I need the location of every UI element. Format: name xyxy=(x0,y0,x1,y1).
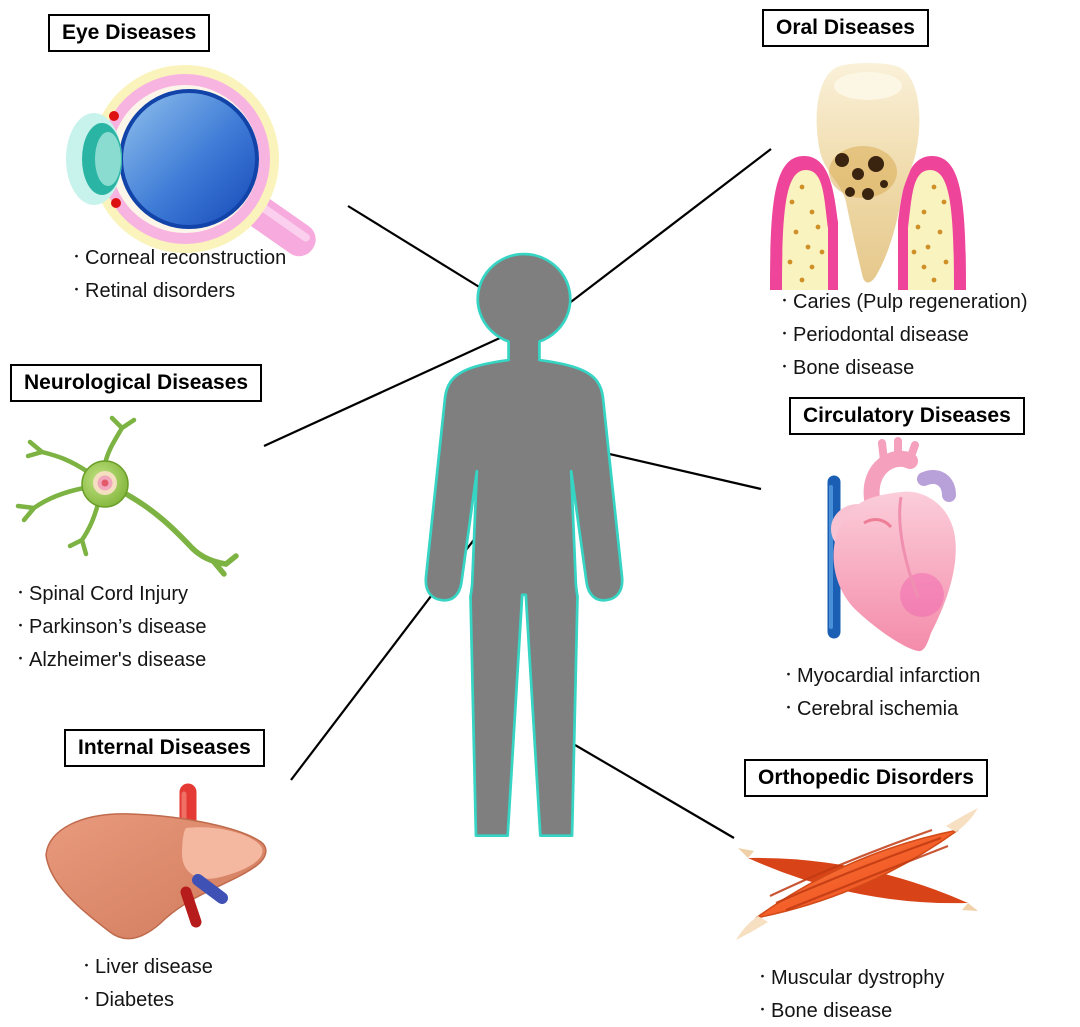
list-item: Corneal reconstruction xyxy=(70,246,286,270)
oral-diseases-title: Oral Diseases xyxy=(762,9,929,48)
heart-icon xyxy=(827,437,956,652)
internal-diseases-list: Liver disease Diabetes xyxy=(80,955,213,1021)
list-item: Caries (Pulp regeneration) xyxy=(778,290,1028,314)
list-item: Retinal disorders xyxy=(70,279,286,303)
aorta xyxy=(863,437,919,507)
list-item: Liver disease xyxy=(80,955,213,979)
list-item: Bone disease xyxy=(778,356,1028,380)
hepatic-artery-darkred xyxy=(180,886,202,928)
muscle-icon xyxy=(736,808,978,940)
eye-iris xyxy=(119,89,259,229)
neuron-icon xyxy=(15,415,239,577)
circulatory-diseases-list: Myocardial infarction Cerebral ischemia xyxy=(782,664,980,730)
pulmonary-artery-purple xyxy=(917,470,956,502)
orthopedic-disorders-title: Orthopedic Disorders xyxy=(744,759,988,798)
list-item: Parkinson’s disease xyxy=(14,615,207,639)
neurological-diseases-list: Spinal Cord Injury Parkinson’s disease A… xyxy=(14,582,207,681)
list-item: Periodontal disease xyxy=(778,323,1028,347)
atrium-groove xyxy=(863,518,893,529)
orthopedic-disorders-list: Muscular dystrophy Bone disease xyxy=(756,966,944,1027)
tendon-right xyxy=(946,808,978,832)
gum-right xyxy=(898,156,966,290)
limbus-dot-top xyxy=(109,111,119,121)
list-item: Diabetes xyxy=(80,988,213,1012)
liver-right-lobe xyxy=(182,827,263,879)
list-item: Cerebral ischemia xyxy=(782,697,980,721)
list-item: Alzheimer's disease xyxy=(14,648,207,672)
eye-icon xyxy=(66,65,316,257)
neurological-diseases-title: Neurological Diseases xyxy=(10,364,263,403)
bone-speckles-left xyxy=(787,184,825,283)
muscle-belly-front xyxy=(736,808,978,940)
eye-diseases-title: Eye Diseases xyxy=(48,14,211,53)
muscle-striations xyxy=(769,828,949,912)
list-item: Muscular dystrophy xyxy=(756,966,944,990)
nucleolus xyxy=(101,479,109,487)
limbus-dot-bottom xyxy=(111,198,121,208)
dendrites xyxy=(15,415,137,557)
circulatory-diseases-title: Circulatory Diseases xyxy=(789,397,1025,436)
bone-speckles-right xyxy=(911,184,949,283)
tooth-icon xyxy=(770,63,966,290)
cornea-inner xyxy=(95,132,121,186)
list-item: Spinal Cord Injury xyxy=(14,582,207,606)
ischemia-glow xyxy=(900,573,944,617)
coronary-vessel xyxy=(898,496,920,598)
caries-spots xyxy=(835,153,888,200)
heart-body xyxy=(833,491,956,652)
oral-diseases-list: Caries (Pulp regeneration) Periodontal d… xyxy=(778,290,1028,389)
gum-left xyxy=(770,156,838,290)
internal-diseases-title: Internal Diseases xyxy=(64,729,265,768)
portal-vein-blue xyxy=(192,874,228,904)
axon xyxy=(123,491,239,577)
tooth-highlight xyxy=(834,72,902,100)
list-item: Myocardial infarction xyxy=(782,664,980,688)
eye-diseases-list: Corneal reconstruction Retinal disorders xyxy=(70,246,286,312)
list-item: Bone disease xyxy=(756,999,944,1023)
tendon-left xyxy=(736,916,768,940)
liver-icon xyxy=(45,783,267,940)
